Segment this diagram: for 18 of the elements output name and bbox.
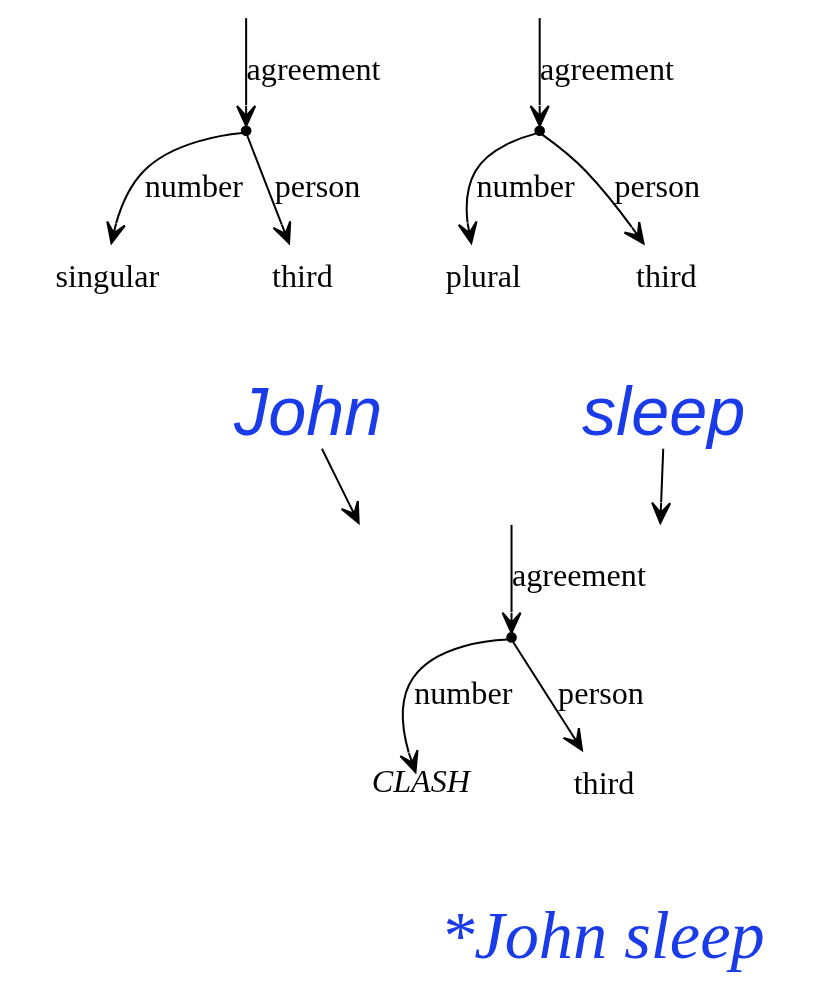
node-text: third: [635, 258, 697, 295]
edge-label: person: [274, 168, 361, 204]
node-text: John: [234, 373, 383, 450]
edge-label: agreement: [540, 50, 674, 87]
edge-label: person: [558, 674, 644, 711]
node-text: singular: [55, 258, 160, 295]
edge-label: number: [144, 168, 243, 204]
edge-label: number: [414, 674, 513, 711]
edge-label: person: [614, 168, 701, 204]
edge-label: number: [476, 168, 575, 204]
node-text: plural: [445, 258, 521, 295]
node-text: third: [573, 765, 635, 802]
node-text: sleep: [581, 373, 746, 450]
node-text: CLASH: [371, 763, 471, 800]
edge-label: agreement: [511, 557, 646, 594]
label: *John sleep: [440, 896, 765, 973]
node-text: third: [272, 258, 333, 295]
edge-label: agreement: [246, 50, 381, 87]
